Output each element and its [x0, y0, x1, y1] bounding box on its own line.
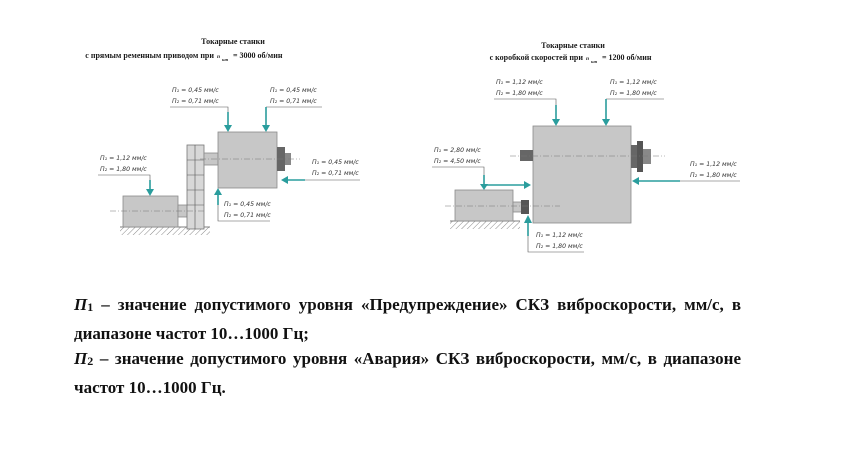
- right-motor-body: [454, 189, 514, 222]
- right-ground-hatch: [450, 221, 520, 229]
- right-gearbox-body: [532, 125, 632, 224]
- left-label-2-p2: П₂ = 0,71 мм/с: [270, 98, 317, 105]
- right-speed-value: = 1200 об/мин: [602, 53, 652, 62]
- left-motor-body: [122, 195, 179, 228]
- right-label-3-p1: П₁ = 2,80 мм/с: [434, 147, 481, 154]
- left-machine-group: Токарные станки с прямым ременным привод…: [85, 37, 360, 235]
- legend-p2-text: – значение допустимого уровня «Авария» С…: [74, 349, 741, 397]
- left-label-5-p1: П₁ = 0,45 мм/с: [224, 201, 271, 208]
- left-label-5-p2: П₂ = 0,71 мм/с: [224, 212, 271, 219]
- right-label-3-p2: П₂ = 4,50 мм/с: [434, 158, 481, 165]
- left-label-1-p2: П₂ = 0,71 мм/с: [172, 98, 219, 105]
- left-title-line1: Токарные станки: [201, 37, 265, 46]
- right-chuck: [631, 145, 637, 168]
- right-label-4-p2: П₂ = 1,80 мм/с: [690, 172, 737, 179]
- legend-p1-symbol: П: [74, 295, 88, 314]
- left-n-symbol: n: [217, 54, 220, 60]
- legend-p2-line: П2 – значение допустимого уровня «Авария…: [74, 346, 741, 400]
- right-input-shaft: [520, 150, 533, 161]
- right-n-symbol: n: [586, 56, 589, 62]
- right-label-5-p2: П₂ = 1,80 мм/с: [536, 243, 583, 250]
- right-machine-group: Токарные станки с коробкой скоростей при…: [432, 41, 740, 253]
- left-headstock-body: [217, 131, 278, 189]
- left-label-2-p1: П₁ = 0,45 мм/с: [270, 87, 317, 94]
- legend-p1-subscript: 1: [87, 300, 94, 314]
- right-n-subscript: шп: [591, 59, 598, 64]
- left-label-4-p1: П₁ = 0,45 мм/с: [312, 159, 359, 166]
- right-label-5-p1: П₁ = 1,12 мм/с: [536, 232, 583, 239]
- right-chuck-flange: [637, 141, 643, 172]
- left-label-3-p2: П₂ = 1,80 мм/с: [100, 166, 147, 173]
- left-title-line2: с прямым ременным приводом при: [85, 51, 214, 60]
- machine-vibration-diagram: Токарные станки с прямым ременным привод…: [85, 37, 740, 253]
- right-title-line1: Токарные станки: [541, 41, 605, 50]
- legend: П1 – значение допустимого уровня «Предуп…: [74, 292, 741, 400]
- right-label-1-p1: П₁ = 1,12 мм/с: [496, 79, 543, 86]
- left-n-subscript: шп: [222, 57, 229, 62]
- legend-p2-subscript: 2: [87, 354, 94, 368]
- legend-p1-line: П1 – значение допустимого уровня «Предуп…: [74, 292, 741, 346]
- right-chuck-end: [643, 149, 651, 164]
- legend-p1-text: – значение допустимого уровня «Предупреж…: [74, 295, 741, 343]
- left-belt-pulley: [186, 144, 205, 230]
- left-label-4-p2: П₂ = 0,71 мм/с: [312, 170, 359, 177]
- right-coupling: [521, 200, 529, 214]
- right-title-line2: с коробкой скоростей при: [490, 53, 584, 62]
- right-label-4-p1: П₁ = 1,12 мм/с: [690, 161, 737, 168]
- right-label-1-p2: П₂ = 1,80 мм/с: [496, 90, 543, 97]
- right-label-2-p1: П₁ = 1,12 мм/с: [610, 79, 657, 86]
- left-speed-value: = 3000 об/мин: [233, 51, 283, 60]
- legend-p2-symbol: П: [74, 349, 88, 368]
- left-label-3-p1: П₁ = 1,12 мм/с: [100, 155, 147, 162]
- left-ground-hatch: [120, 227, 210, 235]
- left-label-1-p1: П₁ = 0,45 мм/с: [172, 87, 219, 94]
- right-label-2-p2: П₂ = 1,80 мм/с: [610, 90, 657, 97]
